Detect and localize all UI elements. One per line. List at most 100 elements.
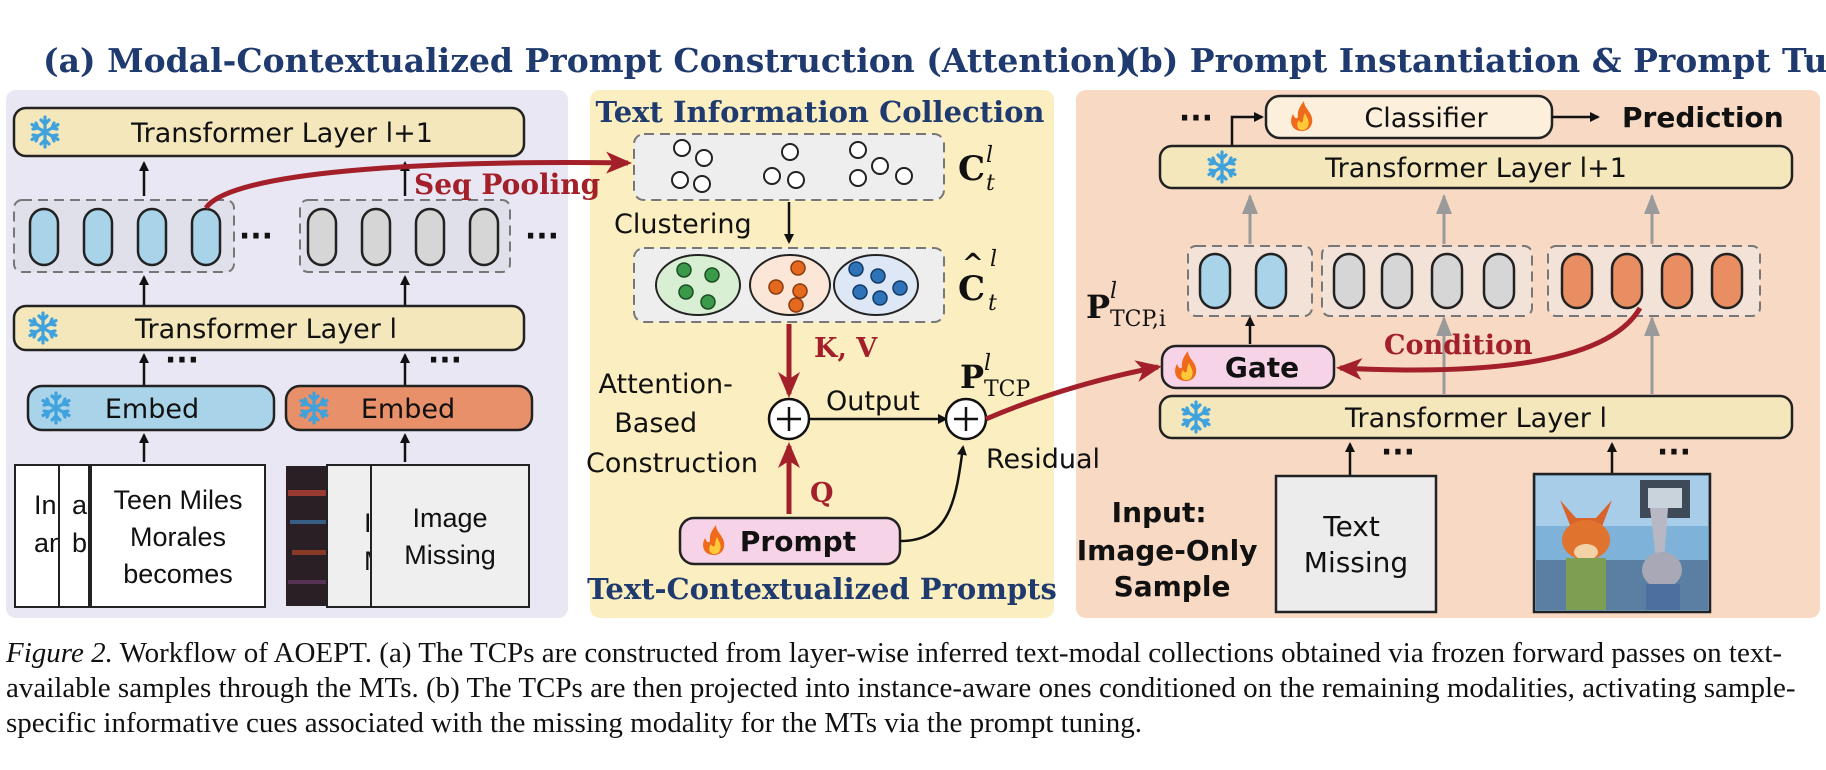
prompt-label: Prompt bbox=[740, 525, 856, 558]
classifier-label: Classifier bbox=[1364, 103, 1488, 134]
token-circle bbox=[787, 171, 805, 189]
sup-l: l bbox=[984, 351, 991, 376]
ellipsis: ··· bbox=[165, 343, 199, 378]
condition-arrow bbox=[1336, 306, 1643, 381]
image-token bbox=[306, 207, 338, 267]
token-circle bbox=[781, 143, 799, 161]
embed-text: Embed bbox=[26, 384, 276, 432]
transformer-layer-cur-a: Transformer Layer l bbox=[12, 304, 526, 352]
image-token bbox=[360, 207, 392, 267]
token-circle bbox=[849, 169, 867, 187]
layer-cur-b-label: Transformer Layer l bbox=[1344, 403, 1607, 434]
transformer-layer-cur-b: Transformer Layer l bbox=[1158, 394, 1794, 440]
residual-plus-node bbox=[944, 397, 988, 441]
hat-accent: ^ bbox=[962, 249, 984, 279]
sup-l: l bbox=[990, 247, 997, 272]
prompt-residual-arrow bbox=[899, 445, 967, 543]
image-token-group bbox=[299, 199, 511, 273]
image-token bbox=[468, 207, 500, 267]
text-token bbox=[28, 207, 60, 267]
image-token bbox=[1660, 252, 1694, 310]
missing-token bbox=[1430, 252, 1464, 310]
sub-tcp-i: TCP,i bbox=[1110, 307, 1166, 332]
missing-token bbox=[1482, 252, 1516, 310]
input-label: Input: Image-Only Sample bbox=[1077, 496, 1267, 603]
text-sample-card-back1: In an bbox=[14, 464, 60, 608]
ellipsis: ··· bbox=[525, 219, 559, 254]
seq-pooling-label: Seq Pooling bbox=[414, 168, 600, 201]
attention-plus-node bbox=[767, 397, 811, 441]
attention-label: Attention- Based Construction bbox=[586, 369, 758, 479]
token-circle bbox=[693, 175, 711, 193]
clustering-label: Clustering bbox=[614, 209, 752, 240]
c-t-label: C l t bbox=[958, 143, 995, 196]
panel-a-title: (a) Modal-Contextualized Prompt Construc… bbox=[43, 41, 1132, 80]
gate-label: Gate bbox=[1225, 351, 1299, 384]
layer-next-label: Transformer Layer l+1 bbox=[130, 118, 433, 149]
prompt-box: Prompt bbox=[678, 516, 902, 566]
token-circle bbox=[763, 167, 781, 185]
sup-l: l bbox=[986, 143, 993, 168]
image-missing-text: Image Missing bbox=[404, 503, 496, 570]
image-token bbox=[1560, 252, 1594, 310]
sub-tcp: TCP bbox=[984, 377, 1031, 402]
kv-label: K, V bbox=[814, 333, 878, 364]
text-token bbox=[136, 207, 168, 267]
clustered-box bbox=[633, 247, 945, 323]
cluster-green bbox=[655, 254, 741, 316]
text-token bbox=[82, 207, 114, 267]
q-label: Q bbox=[810, 478, 834, 509]
image-missing-card: Image Missing bbox=[370, 464, 530, 608]
text-collection-box bbox=[633, 133, 945, 201]
figure-caption: Figure 2. Workflow of AOEPT. (a) The TCP… bbox=[6, 636, 1822, 741]
panel-b-title: (b) Prompt Instantiation & Prompt Tuning bbox=[1124, 41, 1826, 80]
text-missing-label: Text Missing bbox=[1304, 510, 1408, 579]
p-symbol: P bbox=[960, 358, 984, 396]
sample-image bbox=[1532, 472, 1712, 614]
panel-mid-title: Text Information Collection bbox=[595, 95, 1044, 129]
image-token bbox=[1710, 252, 1744, 310]
gate-box: Gate bbox=[1160, 344, 1336, 390]
cluster-orange bbox=[749, 254, 831, 316]
token-circle bbox=[673, 139, 691, 157]
prompt-token-group bbox=[1187, 245, 1313, 317]
missing-token bbox=[1380, 252, 1414, 310]
ellipsis: ··· bbox=[1381, 435, 1415, 470]
prediction-label: Prediction bbox=[1622, 101, 1784, 134]
ellipsis: ··· bbox=[428, 343, 462, 378]
text-token bbox=[190, 207, 222, 267]
token-circle bbox=[849, 141, 867, 159]
token-circle bbox=[895, 167, 913, 185]
ellipsis: ··· bbox=[239, 219, 273, 254]
caption-text: Workflow of AOEPT. (a) The TCPs are cons… bbox=[6, 637, 1796, 739]
c-hat-symbol: C bbox=[958, 269, 985, 309]
embed-image-label: Embed bbox=[361, 394, 455, 425]
p-tcp-to-gate-arrow bbox=[985, 360, 1162, 422]
image-token bbox=[1610, 252, 1644, 310]
classifier-box: Classifier bbox=[1264, 94, 1554, 140]
c-hat-t-label: C ^ l t bbox=[958, 247, 997, 316]
embed-image: Embed bbox=[284, 384, 534, 432]
token-circle bbox=[695, 149, 713, 167]
prompt-token bbox=[1198, 252, 1232, 310]
text-token-group bbox=[13, 199, 235, 273]
image-token-group-b bbox=[1547, 245, 1761, 317]
condition-label: Condition bbox=[1384, 330, 1533, 361]
residual-label: Residual bbox=[986, 444, 1100, 475]
missing-token bbox=[1332, 252, 1366, 310]
panel-mid-bottom-title: Text-Contextualized Prompts bbox=[587, 572, 1057, 606]
sub-t: t bbox=[986, 171, 995, 196]
seq-pooling-arrow bbox=[203, 151, 632, 210]
text-sample-back2-text: a bu bbox=[72, 490, 88, 558]
to-classifier-arrow bbox=[1230, 112, 1264, 146]
transformer-layer-next-b: Transformer Layer l+1 bbox=[1158, 144, 1794, 190]
token-circle bbox=[671, 171, 689, 189]
ellipsis: ··· bbox=[1657, 435, 1691, 470]
text-sample-front-text: Teen Miles Morales becomes bbox=[113, 485, 243, 589]
text-sample-back1-text: In an bbox=[34, 490, 58, 558]
p-tcp-label: P l TCP bbox=[960, 351, 1031, 402]
sup-l: l bbox=[1110, 279, 1117, 304]
ellipsis: ··· bbox=[1179, 101, 1213, 136]
caption-label: Figure 2. bbox=[6, 637, 113, 669]
